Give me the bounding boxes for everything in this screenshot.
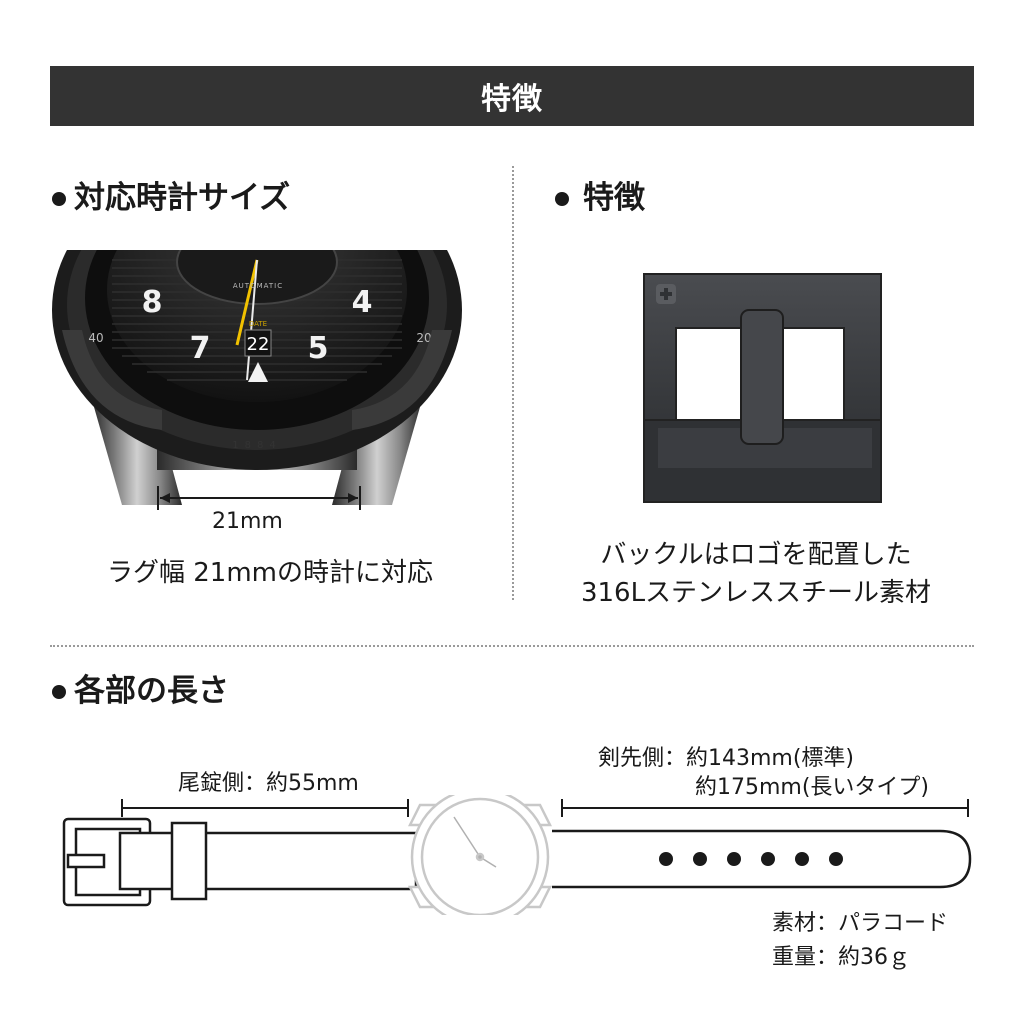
case-engraving: 1884 (232, 440, 281, 451)
date-label: DATE (249, 320, 267, 328)
tip-dimension-line (561, 799, 969, 817)
weight-label: 重量：約36ｇ (772, 945, 910, 970)
tail-strap-outline (118, 821, 418, 901)
watch-photo: 22 DATE AUTOMATIC 8 4 7 5 40 20 1884 (52, 250, 462, 510)
vertical-divider (512, 166, 514, 600)
material-label: 素材：パラコード (772, 911, 949, 936)
compatible-size-heading-text: 対応時計サイズ (74, 180, 291, 216)
lengths-heading: 各部の長さ (52, 676, 229, 707)
strap-diagram (60, 795, 980, 915)
bullet-icon (52, 684, 66, 699)
lug-width-dimension (156, 486, 362, 510)
tip-length-label-standard: 剣先側：約143mm(標準) (598, 746, 855, 771)
victorinox-logo-icon (656, 284, 676, 304)
features-heading-text: 特徴 (583, 180, 645, 216)
watch-outline (407, 795, 553, 915)
tail-dimension-line (121, 799, 409, 817)
lengths-heading-text: 各部の長さ (74, 673, 229, 709)
dial-numeral: 4 (352, 285, 373, 320)
compatible-size-heading: 対応時計サイズ (52, 183, 290, 214)
banner-title: 特徴 (481, 82, 543, 117)
dial-numeral: 5 (308, 331, 329, 366)
strap-hole (693, 852, 707, 866)
buckle-caption-line1: バックルはロゴを配置した (600, 540, 912, 570)
bullet-icon (555, 191, 569, 206)
dial-text: AUTOMATIC (233, 282, 283, 290)
bezel-numeral: 20 (416, 331, 431, 345)
section-banner: 特徴 (50, 66, 974, 126)
tip-length-label-long: 約175mm(長いタイプ) (695, 775, 930, 800)
compatible-size-caption: ラグ幅 21mmの時計に対応 (106, 558, 433, 588)
strap-hole (829, 852, 843, 866)
dial-numeral: 8 (142, 285, 163, 320)
bezel-numeral: 40 (88, 331, 103, 345)
strap-hole (795, 852, 809, 866)
tail-length-label: 尾錠側：約55mm (178, 771, 359, 796)
strap-hole (727, 852, 741, 866)
buckle-caption-line2: 316Lステンレススチール素材 (580, 578, 932, 608)
date-number: 22 (247, 334, 270, 355)
lug-width-label: 21mm (212, 509, 283, 534)
features-heading: 特徴 (555, 183, 645, 214)
strap-hole (659, 852, 673, 866)
strap-hole (761, 852, 775, 866)
bullet-icon (52, 191, 66, 206)
dial-numeral: 7 (190, 331, 211, 366)
buckle-photo (636, 270, 894, 506)
strap-holes (659, 852, 843, 866)
horizontal-divider (50, 645, 974, 647)
